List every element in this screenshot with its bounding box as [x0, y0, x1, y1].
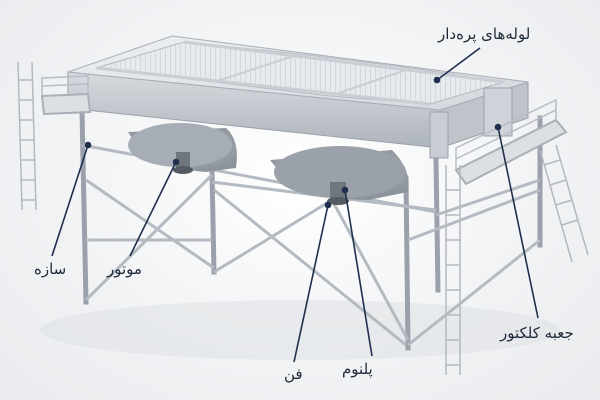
- stair: [539, 144, 589, 263]
- leader-plenum: [344, 189, 373, 357]
- label-fan: فن: [284, 365, 303, 383]
- ladders: [17, 61, 461, 375]
- ground-shadow: [40, 300, 560, 360]
- leader-fan: [293, 204, 329, 363]
- cooler-body: [67, 35, 529, 159]
- leader-collector-box: [497, 126, 539, 319]
- label-plenum: پلنوم: [342, 360, 373, 378]
- plenum: [128, 123, 409, 200]
- railings: [41, 75, 557, 170]
- label-motor: موتور: [107, 260, 142, 278]
- leader-finned-tubes: [436, 47, 481, 81]
- label-collector-box: جعبه کلکتور: [500, 324, 574, 342]
- fans: [173, 152, 349, 205]
- platforms: [40, 92, 568, 186]
- leader-motor: [129, 161, 177, 257]
- leader-lines: [51, 47, 539, 363]
- label-structure: سازه: [34, 260, 67, 278]
- leader-structure: [51, 144, 89, 257]
- label-finned-tubes: لوله‌های پره‌دار: [438, 25, 531, 43]
